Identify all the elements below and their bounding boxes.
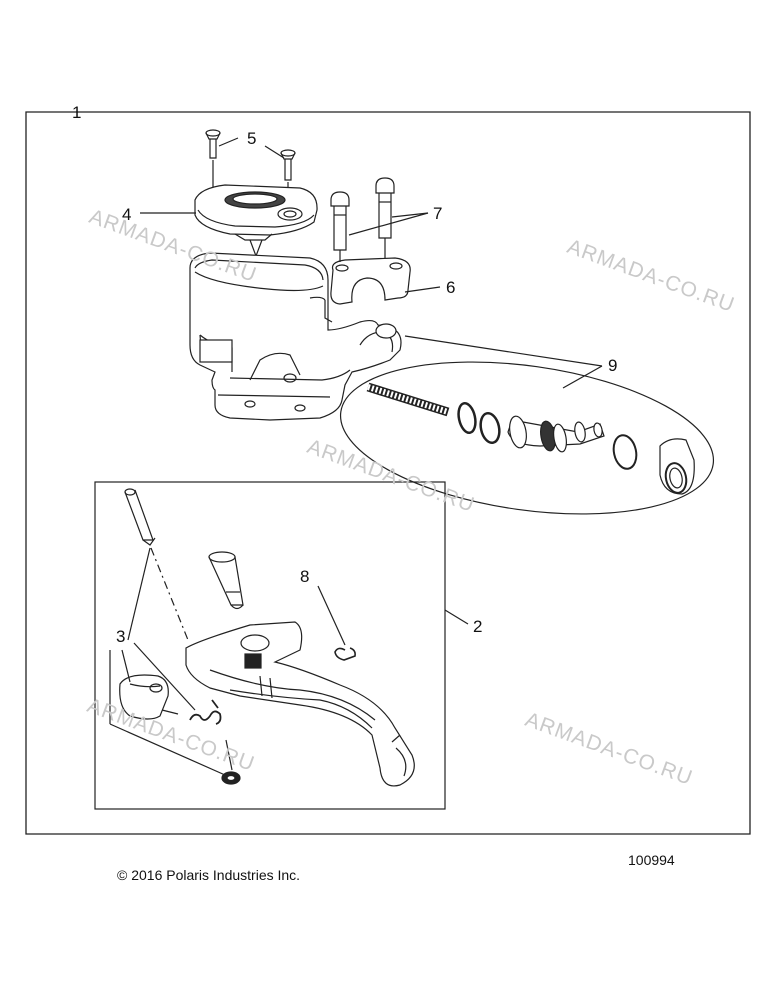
lever-bushing xyxy=(208,551,244,610)
leader-3b xyxy=(133,642,196,711)
brake-lever xyxy=(185,621,415,787)
callout-6: 6 xyxy=(446,278,456,297)
leader-7b xyxy=(391,212,429,218)
lever-spring xyxy=(189,699,222,725)
handlebar-clamp xyxy=(330,238,411,305)
callout-4: 4 xyxy=(122,205,132,224)
leader-3d xyxy=(109,723,226,776)
assembly-frame xyxy=(25,111,751,835)
reservoir-cover xyxy=(194,184,318,258)
lever-adjuster xyxy=(119,674,179,720)
callout-9: 9 xyxy=(608,356,618,375)
leader-9a xyxy=(404,335,603,367)
seal-ring-2 xyxy=(479,411,501,445)
seal-kit-outline xyxy=(339,361,715,515)
leader-3a xyxy=(127,547,151,641)
retaining-ring xyxy=(612,434,638,470)
leader-7a xyxy=(348,212,429,236)
leader-8 xyxy=(317,585,346,646)
clamp-bolt-right xyxy=(375,177,395,239)
callout-1: 1 xyxy=(72,103,82,122)
leader-3c xyxy=(121,649,131,683)
lever-washer xyxy=(221,771,241,785)
piston xyxy=(507,415,605,453)
dust-boot xyxy=(659,438,695,495)
copyright-notice: © 2016 Polaris Industries Inc. xyxy=(117,867,301,883)
lever-assembly-frame xyxy=(94,481,446,810)
callout-8: 8 xyxy=(300,567,310,586)
leader-9b xyxy=(562,365,603,389)
leader-5b xyxy=(264,145,285,159)
callout-7: 7 xyxy=(433,204,443,223)
retaining-clip xyxy=(334,647,356,661)
callout-2: 2 xyxy=(473,617,483,636)
reservoir-screw-left xyxy=(205,129,221,159)
master-cylinder-body xyxy=(189,252,402,421)
return-spring xyxy=(366,382,450,417)
callout-3: 3 xyxy=(116,627,126,646)
leader-2 xyxy=(444,609,469,625)
leader-5a xyxy=(218,137,239,147)
lever-pivot-pin xyxy=(124,488,156,546)
figure-number: 100994 xyxy=(628,852,675,868)
callout-5: 5 xyxy=(247,129,257,148)
seal-ring-1 xyxy=(457,401,477,435)
reservoir-screw-right xyxy=(280,149,296,181)
leader-3e xyxy=(225,739,233,771)
clamp-bolt-left xyxy=(330,191,350,251)
leader-6 xyxy=(404,286,441,293)
